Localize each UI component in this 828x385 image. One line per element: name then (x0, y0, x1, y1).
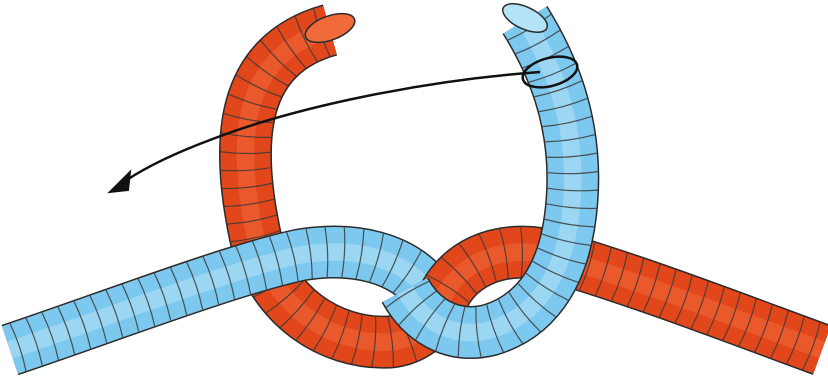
front-layer (301, 0, 597, 357)
direction-arrow (110, 51, 581, 192)
arrow-line (118, 72, 540, 186)
arrow-head (110, 172, 130, 192)
arrow-layer (110, 51, 581, 192)
blue-rope-right-loop (386, 14, 598, 356)
